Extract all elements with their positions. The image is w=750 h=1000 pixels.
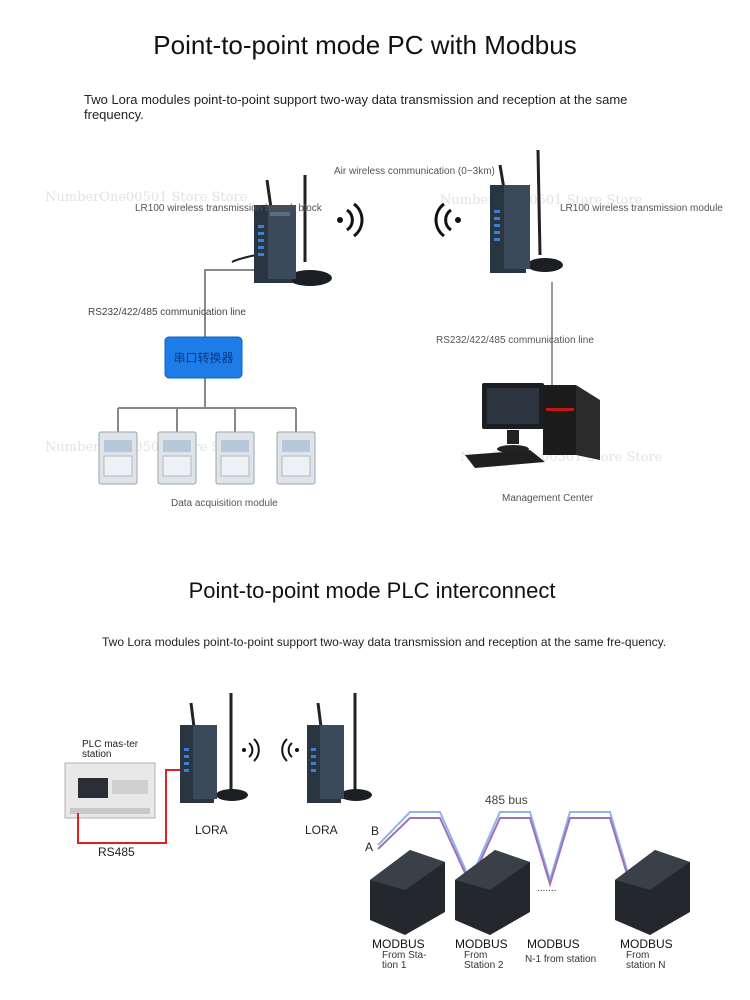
energy-meter [276, 431, 316, 485]
plc-master-station [64, 762, 156, 819]
energy-meter [157, 431, 197, 485]
lora-module-2 [307, 693, 372, 803]
lora-module-1 [180, 693, 248, 803]
bus-a-label: A [365, 840, 374, 854]
wireless-signal-icon [434, 202, 461, 238]
lora2-label: LORA [305, 823, 338, 837]
bus-b-label: B [371, 824, 380, 838]
wireless-signal-icon [281, 738, 299, 762]
modbus-slave-device [615, 850, 690, 935]
left-module-label: LR100 wireless transmission branch block [135, 203, 322, 214]
section2-description: Two Lora modules point-to-point support … [102, 635, 667, 649]
slave-title: MODBUS [455, 937, 508, 951]
slave-title: MODBUS [620, 937, 673, 951]
slave-station-n-1: MODBUS N-1 from station [525, 937, 615, 965]
modbus-slave-device [455, 850, 530, 935]
right-line-label: RS232/422/485 communication line [436, 335, 594, 346]
slave-station-2: MODBUS From Station 2 [455, 937, 525, 971]
energy-meter [215, 431, 255, 485]
energy-meter [98, 431, 138, 485]
lora1-label: LORA [195, 823, 228, 837]
lr100-module-right [490, 149, 563, 273]
slave-subtitle: From Station 2 [464, 950, 504, 971]
slave-title: MODBUS [527, 937, 580, 951]
converter-label: 串口转换器 [173, 351, 234, 365]
wireless-signal-icon [337, 202, 364, 238]
air-wireless-label: Air wireless communication (0~3km) [334, 166, 495, 177]
meters-label: Data acquisition module [171, 498, 278, 509]
rs485-label: RS485 [98, 845, 135, 859]
section2-title: Point-to-point mode PLC interconnect [188, 578, 556, 603]
section1-description: Two Lora modules point-to-point support … [84, 92, 628, 122]
bus-label: 485 bus [485, 793, 528, 807]
slave-subtitle: From Sta-tion 1 [382, 950, 427, 971]
plc-label: PLC mas-ter station [82, 739, 139, 760]
left-line-label: RS232/422/485 communication line [88, 307, 246, 318]
485-bus-lines [377, 811, 631, 888]
pc-label: Management Center [502, 493, 594, 504]
lr100-module-left [231, 175, 332, 286]
management-pc [465, 383, 600, 468]
ellipsis-label: ....... [537, 883, 557, 894]
slave-title: MODBUS [372, 937, 425, 951]
slave-subtitle: N-1 from station [525, 954, 597, 965]
modbus-slave-device [370, 850, 445, 935]
slave-station-1: MODBUS From Sta-tion 1 [372, 937, 442, 971]
slave-subtitle: From station N [626, 950, 666, 971]
slave-station-n: MODBUS From station N [620, 937, 680, 971]
right-module-label: LR100 wireless transmission module [560, 203, 723, 214]
section1-title: Point-to-point mode PC with Modbus [153, 30, 577, 60]
wireless-signal-icon [242, 738, 260, 762]
serial-converter [164, 336, 243, 379]
